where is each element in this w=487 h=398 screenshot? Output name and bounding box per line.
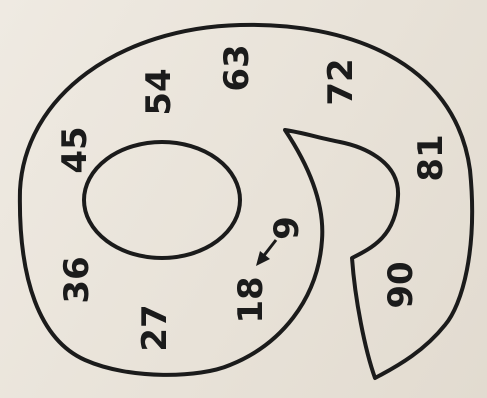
number-63: 63 — [217, 44, 257, 91]
number-72: 72 — [321, 58, 361, 105]
arrow-icon — [256, 240, 276, 266]
number-18: 18 — [231, 276, 271, 323]
number-81: 81 — [411, 134, 451, 181]
nine-inner-hole — [84, 142, 240, 258]
number-36: 36 — [57, 256, 97, 303]
number-27: 27 — [135, 304, 175, 351]
number-45: 45 — [55, 126, 95, 173]
number-9: 9 — [267, 216, 307, 240]
number-90: 90 — [381, 261, 421, 308]
number-54: 54 — [139, 68, 179, 115]
